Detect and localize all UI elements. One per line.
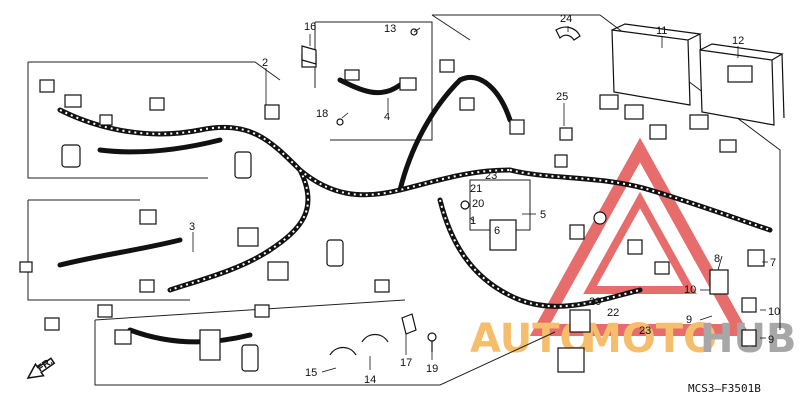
callout-5: 5 [540,209,546,221]
callout-10b: 10 [768,306,780,318]
callout-20b: 20 [589,296,601,308]
callout-25: 25 [556,91,568,103]
callout-14: 14 [364,374,376,386]
callout-9b: 9 [768,334,774,346]
callout-7: 7 [770,257,776,269]
drawing-code: MCS3—F3501B [688,382,761,395]
callout-21: 21 [470,183,482,195]
callout-18: 18 [316,108,328,120]
main-wire-harness [57,74,773,345]
connectors [19,54,765,373]
callout-2: 2 [262,57,268,69]
ecu-module-12 [699,43,785,126]
callout-3: 3 [189,221,195,233]
callouts: 1 2 3 4 5 6 7 8 9 9 10 10 11 12 13 14 15… [189,13,780,386]
callout-8: 8 [714,253,720,265]
callout-9a: 9 [686,314,692,326]
callout-16: 16 [304,21,316,33]
callout-20a: 20 [472,198,484,210]
callout-13: 13 [384,23,396,35]
callout-19: 19 [426,363,438,375]
callout-12: 12 [732,35,744,47]
callout-10a: 10 [684,284,696,296]
callout-24: 24 [560,13,572,25]
hardware-parts [301,26,607,356]
group-box-outlines [27,14,781,386]
callout-1: 1 [470,215,476,227]
leader-lines [192,26,768,373]
callout-6: 6 [494,225,500,237]
callout-4: 4 [384,111,390,123]
main-wire-harness-wrap [59,109,771,308]
callout-11: 11 [656,25,667,37]
callout-15: 15 [305,367,317,379]
callout-23b: 23 [639,325,651,337]
callout-17: 17 [400,357,412,369]
watermark-text-moto: MOTO [582,316,717,362]
callout-22: 22 [607,307,619,319]
callout-23a: 23 [485,170,497,182]
front-direction-arrow-icon: FR. [26,356,56,379]
